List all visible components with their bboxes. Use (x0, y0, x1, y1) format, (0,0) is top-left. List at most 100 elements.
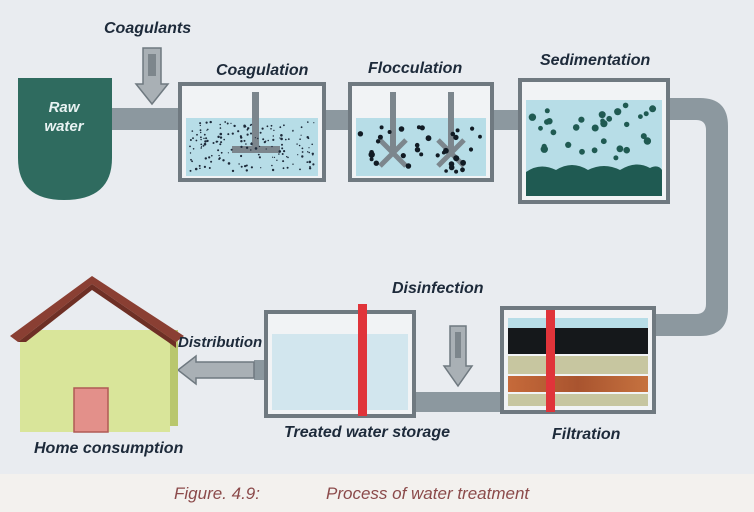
particle-dot (283, 124, 285, 127)
particle-dot (272, 135, 274, 137)
particle-dot (578, 116, 585, 123)
particle-dot (220, 141, 223, 144)
particle-dot (258, 156, 261, 159)
label-home-consumption: Home consumption (34, 440, 184, 457)
particle-dot (206, 139, 209, 143)
pipe-coagulation-to-flocculation (322, 110, 352, 130)
particle-dot (240, 165, 243, 168)
particle-dot (204, 157, 207, 160)
particle-dot (640, 133, 647, 140)
particle-dot (301, 147, 304, 150)
particle-dot (203, 133, 206, 136)
particle-dot (246, 128, 249, 131)
particle-dot (286, 156, 288, 158)
particle-dot (196, 133, 198, 136)
particle-dot (203, 142, 207, 146)
particle-dot (240, 154, 243, 158)
coagulants-arrow-inner (148, 54, 156, 76)
particle-dot (200, 143, 203, 146)
particle-dot (207, 128, 209, 131)
particle-dot (202, 145, 205, 147)
label-coagulation: Coagulation (216, 62, 309, 79)
particle-dot (299, 138, 301, 140)
particle-dot (375, 139, 381, 144)
particle-dot (419, 152, 424, 157)
particle-dot (218, 157, 221, 160)
particle-dot (244, 165, 247, 168)
particle-dot (265, 140, 267, 142)
particle-dot (616, 145, 624, 153)
particle-dot (292, 130, 294, 132)
particle-dot (478, 134, 482, 139)
particle-dot (308, 151, 311, 154)
particle-dot (280, 134, 283, 137)
particle-dot (271, 145, 273, 148)
particle-dot (300, 126, 303, 129)
particle-dot (208, 167, 211, 169)
particle-dot (231, 132, 234, 135)
particle-dot (455, 128, 460, 133)
particle-dot (240, 145, 243, 148)
particle-dot (643, 137, 652, 145)
particle-dot (219, 123, 221, 126)
particle-dot (311, 143, 314, 146)
particle-dot (369, 157, 374, 162)
particle-dot (219, 136, 223, 139)
particle-dot (565, 141, 572, 148)
particle-dot (312, 154, 314, 156)
particle-dot (272, 138, 275, 141)
particle-dot (613, 155, 619, 161)
particle-dot (200, 136, 202, 139)
particle-dot (190, 158, 192, 161)
particle-dot (204, 140, 207, 143)
particle-dot (254, 147, 258, 150)
particle-dot (425, 135, 432, 142)
particle-dot (281, 153, 284, 155)
particle-dot (287, 156, 289, 159)
particle-dot (219, 143, 222, 146)
particle-dot (591, 124, 599, 132)
particle-dot (211, 154, 213, 157)
particle-dot (210, 160, 213, 163)
particle-dot (600, 138, 607, 145)
particle-dot (638, 114, 643, 119)
particle-dot (217, 140, 219, 143)
particle-dot (205, 121, 208, 124)
particle-dot (226, 122, 229, 125)
particle-dot (257, 153, 260, 156)
particle-dot (245, 143, 247, 145)
particle-dot (281, 147, 284, 150)
label-coagulants: Coagulants (104, 20, 192, 37)
particle-dot (246, 164, 248, 166)
label-distribution: Distribution (178, 334, 263, 351)
pipes (110, 98, 728, 412)
particle-dot (441, 150, 446, 155)
particle-dot (285, 138, 287, 141)
particle-dot (298, 144, 301, 147)
particle-dot (189, 145, 191, 148)
particle-dot (278, 153, 280, 155)
particle-dot (222, 159, 225, 162)
particle-dot (538, 125, 543, 131)
particle-dot (192, 137, 194, 140)
particle-dot (623, 146, 630, 154)
particle-dot (379, 125, 384, 130)
particle-dot (414, 147, 421, 153)
particle-dot (276, 159, 278, 161)
particle-dot (194, 167, 198, 171)
particle-dot (387, 130, 392, 134)
particle-dot (250, 132, 252, 135)
particle-dot (195, 139, 198, 142)
particle-dot (400, 153, 406, 159)
figure-number: Figure. 4.9: (174, 484, 260, 503)
label-raw-water-line2: water (44, 118, 84, 135)
particle-dot (287, 138, 290, 141)
particle-dot (233, 124, 236, 128)
particle-dot (448, 164, 455, 171)
particle-dot (282, 160, 285, 163)
particle-dot (199, 122, 202, 125)
label-raw-water-line1: Raw (48, 99, 80, 116)
particle-dot (238, 163, 240, 165)
particle-dot (227, 133, 230, 136)
particle-dot (218, 154, 220, 157)
